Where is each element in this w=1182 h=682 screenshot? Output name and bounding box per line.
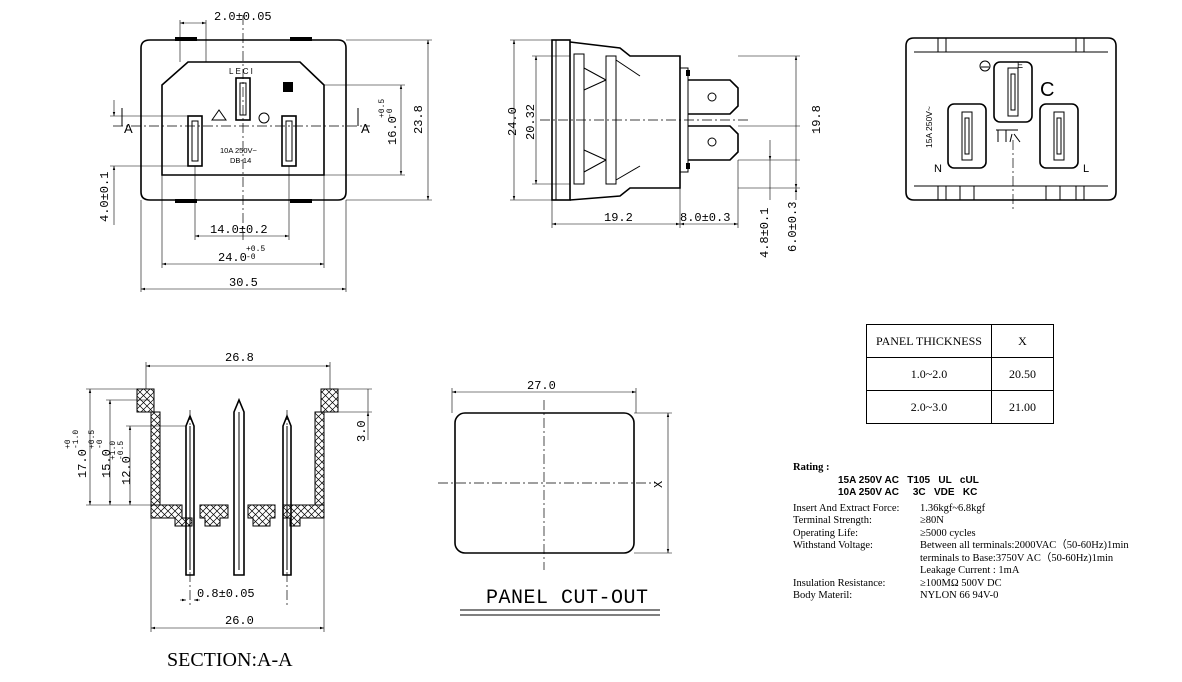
table-cell: 2.0~3.0 bbox=[866, 390, 992, 424]
spec-label: Terminal Strength: bbox=[793, 515, 872, 526]
spec-label: Insulation Resistance: bbox=[793, 577, 886, 589]
spec-value: ≥100MΩ 500V DC bbox=[920, 577, 1002, 589]
dim-23-8: 23.8 bbox=[412, 105, 426, 134]
dim-side-19-8: 19.8 bbox=[810, 105, 824, 134]
section-label-right: A bbox=[361, 121, 370, 136]
dim-sec-12-tol-upper: +1.0 bbox=[109, 441, 118, 460]
brand-marking: LECI bbox=[229, 67, 255, 76]
table-header-cell: X bbox=[991, 324, 1054, 358]
dim-cutout-27-0: 27.0 bbox=[527, 379, 556, 393]
dim-sec-17-0: 17.0 bbox=[76, 449, 90, 478]
dim-sec-17-tol-lower: -1.0 bbox=[72, 430, 81, 449]
dim-24-tol-lower: -0 bbox=[246, 253, 256, 262]
spec-row-insert-force: Insert And Extract Force: 1.36kgf~6.8kgf bbox=[793, 503, 1178, 516]
dim-side-19-2: 19.2 bbox=[604, 211, 633, 225]
ul-mark-icon bbox=[996, 129, 1021, 143]
model-marking: DB-14 bbox=[230, 156, 251, 165]
spec-row-withstand-voltage: Withstand Voltage: Between all terminals… bbox=[793, 540, 1178, 553]
section-title: SECTION:A-A bbox=[167, 649, 293, 671]
spec-label: Insert And Extract Force: bbox=[793, 502, 900, 514]
spec-row-terminal-strength: Terminal Strength: ≥80N bbox=[793, 515, 1178, 528]
earth-symbol-icon bbox=[979, 60, 991, 72]
table-cell: 1.0~2.0 bbox=[866, 357, 992, 391]
rating-marking: 10A 250V~ bbox=[220, 146, 258, 155]
table-cell: 20.50 bbox=[991, 357, 1054, 391]
table-row: 2.0~3.0 21.00 bbox=[866, 390, 1054, 424]
cutout-title: PANEL CUT-OUT bbox=[486, 587, 649, 610]
dim-14-0: 14.0±0.2 bbox=[210, 223, 268, 237]
dim-2-0: 2.0±0.05 bbox=[214, 10, 272, 24]
spec-row-insulation-resistance: Insulation Resistance: ≥100MΩ 500V DC bbox=[793, 578, 1178, 591]
table-row: 1.0~2.0 20.50 bbox=[866, 357, 1054, 391]
dim-16-tol-upper: +0.5 bbox=[378, 99, 387, 118]
dim-24-tol-upper: +0.5 bbox=[246, 245, 265, 254]
spec-value: ≥5000 cycles bbox=[920, 527, 976, 539]
panel-cutout-view: 27.0 X PANEL CUT-OUT bbox=[438, 379, 672, 616]
section-view: 26.8 26.0 0.8±0.05 3.0 17.0 +0 -1.0 15.0… bbox=[64, 351, 372, 671]
dim-side-24-0: 24.0 bbox=[506, 107, 520, 136]
dim-cutout-x: X bbox=[652, 481, 666, 488]
dim-16-tol-lower: -0 bbox=[386, 108, 395, 118]
terminal-label-c: C bbox=[1040, 79, 1054, 101]
spec-value: Leakage Current : 1mA bbox=[920, 565, 1020, 576]
dim-4-0: 4.0±0.1 bbox=[98, 172, 112, 222]
rating-block: Rating : 15A 250V AC T105 UL cUL 10A 250… bbox=[793, 462, 1178, 499]
section-label-left: A bbox=[124, 121, 133, 136]
terminal-label-l: L bbox=[1083, 163, 1089, 175]
front-view: A A LECI 10A 250V~ DB-14 2.0±0.05 14.0±0… bbox=[98, 10, 432, 292]
spec-value: 1.36kgf~6.8kgf bbox=[920, 502, 986, 514]
spec-value: terminals to Base:3750V AC（50-60Hz)1min bbox=[920, 552, 1114, 564]
dim-sec-0-8: 0.8±0.05 bbox=[197, 587, 255, 601]
spec-row-leakage-current: Leakage Current : 1mA bbox=[793, 565, 1178, 578]
table-header-row: PANEL THICKNESS X bbox=[866, 324, 1054, 358]
spec-row-body-material: Body Materil: NYLON 66 94V-0 bbox=[793, 590, 1178, 603]
panel-thickness-table: PANEL THICKNESS X 1.0~2.0 20.50 2.0~3.0 … bbox=[866, 324, 1054, 424]
table-cell: 21.00 bbox=[991, 390, 1054, 424]
dim-sec-26-0: 26.0 bbox=[225, 614, 254, 628]
dim-side-4-8: 4.8±0.1 bbox=[758, 208, 772, 258]
dim-sec-3-0: 3.0 bbox=[355, 420, 369, 442]
dim-sec-26-8: 26.8 bbox=[225, 351, 254, 365]
specifications-block: Rating : 15A 250V AC T105 UL cUL 10A 250… bbox=[793, 462, 1178, 603]
rating-line: 15A 250V AC T105 UL cUL bbox=[838, 474, 979, 486]
terminal-label-n: N bbox=[934, 163, 942, 175]
spec-label: Body Materil: bbox=[793, 590, 853, 601]
side-view: 24.0 20.32 19.8 19.2 8.0±0.3 4.8±0.1 6.0… bbox=[506, 39, 824, 258]
spec-value: NYLON 66 94V-0 bbox=[920, 590, 999, 601]
back-view: E C N L 15A 250V~ bbox=[905, 37, 1117, 212]
dim-sec-17-tol-upper: +0 bbox=[64, 439, 73, 449]
table-header-cell: PANEL THICKNESS bbox=[866, 324, 992, 358]
spec-row-operating-life: Operating Life: ≥5000 cycles bbox=[793, 528, 1178, 541]
spec-label: Operating Life: bbox=[793, 527, 859, 539]
dim-sec-12-tol-lower: -0.5 bbox=[117, 441, 126, 460]
spec-label bbox=[793, 553, 920, 566]
dim-sec-15-tol-lower: -0 bbox=[96, 439, 105, 449]
rating-line: 10A 250V AC 3C VDE KC bbox=[838, 486, 978, 498]
kc-mark-icon bbox=[283, 82, 293, 92]
spec-value: Between all terminals:2000VAC（50-60Hz)1m… bbox=[920, 540, 1129, 551]
spec-label bbox=[793, 565, 920, 578]
vde-mark-icon bbox=[211, 109, 227, 121]
spec-value: ≥80N bbox=[920, 515, 944, 526]
spec-row-withstand-voltage-base: terminals to Base:3750V AC（50-60Hz)1min bbox=[793, 553, 1178, 566]
cqc-mark-icon bbox=[258, 112, 270, 124]
spec-label: Withstand Voltage: bbox=[793, 540, 873, 551]
dim-30-5: 30.5 bbox=[229, 276, 258, 290]
dim-sec-15-tol-upper: +0.5 bbox=[88, 430, 97, 449]
dim-sec-15-0: 15.0 bbox=[100, 449, 114, 478]
dim-16-0: 16.0 bbox=[386, 116, 400, 145]
dim-side-20-32: 20.32 bbox=[524, 104, 538, 140]
terminal-label-e: E bbox=[1017, 60, 1023, 70]
back-rating-marking: 15A 250V~ bbox=[924, 106, 934, 148]
rating-label: Rating : bbox=[793, 462, 830, 473]
dim-24-0: 24.0 bbox=[218, 251, 247, 265]
dim-sec-12-0: 12.0 bbox=[120, 456, 134, 485]
dim-side-6-0: 6.0±0.3 bbox=[786, 202, 800, 252]
dim-side-8-0: 8.0±0.3 bbox=[680, 211, 730, 225]
